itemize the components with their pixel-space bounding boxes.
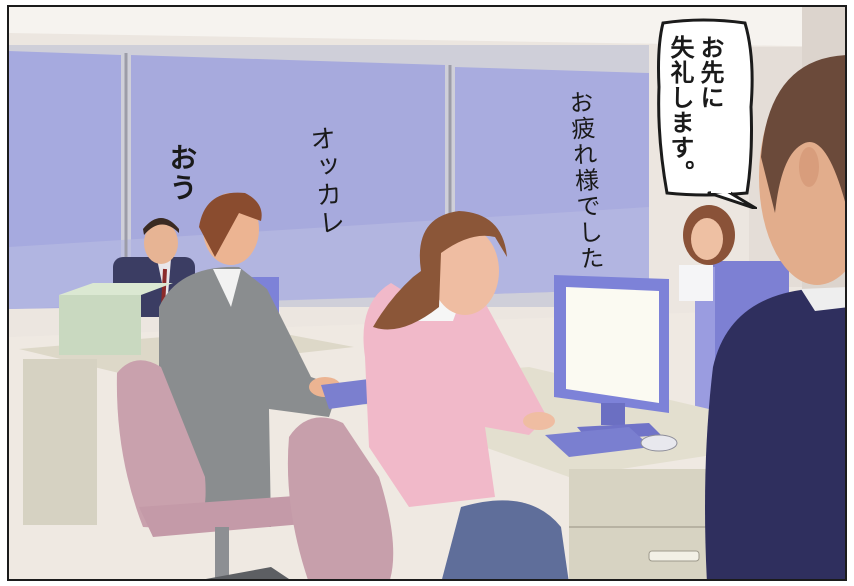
woman-pink-cardigan — [363, 211, 569, 579]
speech-bubble-outline — [657, 18, 757, 209]
seated-man-gray-suit — [159, 192, 373, 527]
foreground-man-navy-suit — [705, 55, 845, 579]
computer-monitor — [545, 275, 678, 457]
speech-bubble-line: お先に — [696, 35, 724, 110]
dialogue-text-ou: おう — [165, 143, 199, 203]
speech-bubble: お先に失礼します。 — [649, 17, 757, 209]
manga-panel: おう オッカレ お疲れ様でした お先に失礼します。 — [7, 5, 847, 581]
speech-bubble-line: 失礼します。 — [666, 35, 694, 185]
office-chair-left — [116, 360, 315, 579]
speech-bubble-text: お先に失礼します。 — [665, 35, 725, 195]
office-chair-front — [287, 417, 394, 579]
